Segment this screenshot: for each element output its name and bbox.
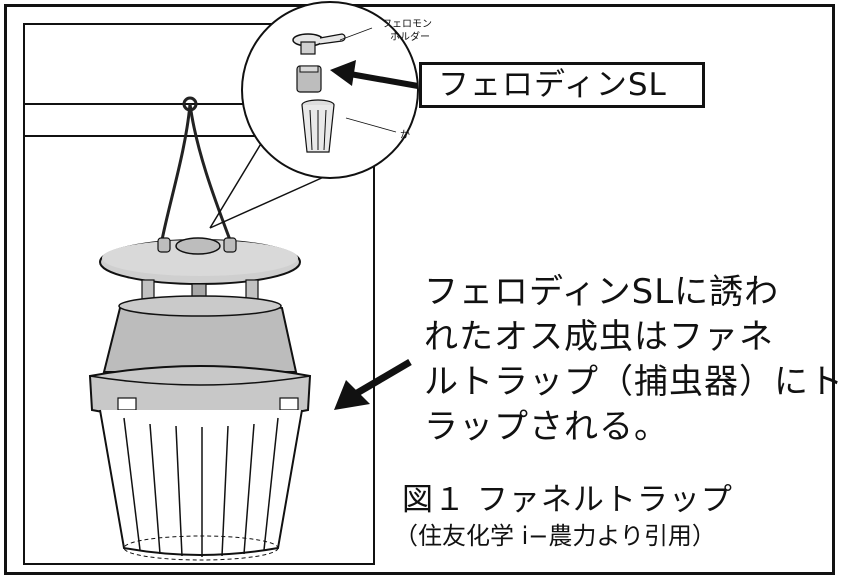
callout-label: フェロディンSL bbox=[438, 67, 667, 103]
pheromone-lure-callout: フェロディンSL bbox=[419, 62, 705, 108]
description-line: ラップされる。 bbox=[424, 407, 669, 447]
figure-caption: 図１ ファネルトラップ bbox=[402, 482, 733, 518]
description-line: れたオス成虫はファネ bbox=[424, 317, 774, 357]
magnifier-circle bbox=[241, 1, 419, 179]
hanging-cord-left bbox=[160, 103, 192, 241]
magnifier-line-left bbox=[209, 141, 263, 229]
hanging-cord-right bbox=[188, 103, 232, 241]
inset-label-holder-line1: フェロモン bbox=[382, 19, 432, 30]
description-text: フェロディンSLに誘わ れたオス成虫はファネ ルトラップ（捕虫器）にト ラップさ… bbox=[424, 270, 843, 450]
inset-label-holder-line2: ホルダー bbox=[390, 30, 430, 43]
description-arrow-head bbox=[334, 380, 370, 410]
trap-roof bbox=[99, 237, 301, 285]
trap-collar bbox=[88, 365, 312, 422]
description-arrow-shaft bbox=[350, 358, 412, 400]
inset-label-basket: か bbox=[400, 129, 410, 141]
description-line: フェロディンSLに誘わ bbox=[424, 272, 780, 312]
cord-hook bbox=[182, 96, 198, 112]
lure-part bbox=[296, 65, 322, 93]
callout-arrow-head bbox=[330, 60, 356, 86]
pheromone-holder-part bbox=[292, 33, 346, 55]
illustration-panel bbox=[23, 23, 375, 565]
figure-frame bbox=[4, 4, 835, 575]
description-line: ルトラップ（捕虫器）にト bbox=[424, 362, 843, 402]
trap-bucket bbox=[99, 409, 303, 561]
source-note: （住友化学 i−農力より引用） bbox=[394, 522, 716, 550]
lure-basket-part bbox=[301, 99, 335, 153]
callout-arrow-shaft bbox=[349, 71, 419, 89]
magnifier-line-right bbox=[209, 171, 336, 229]
